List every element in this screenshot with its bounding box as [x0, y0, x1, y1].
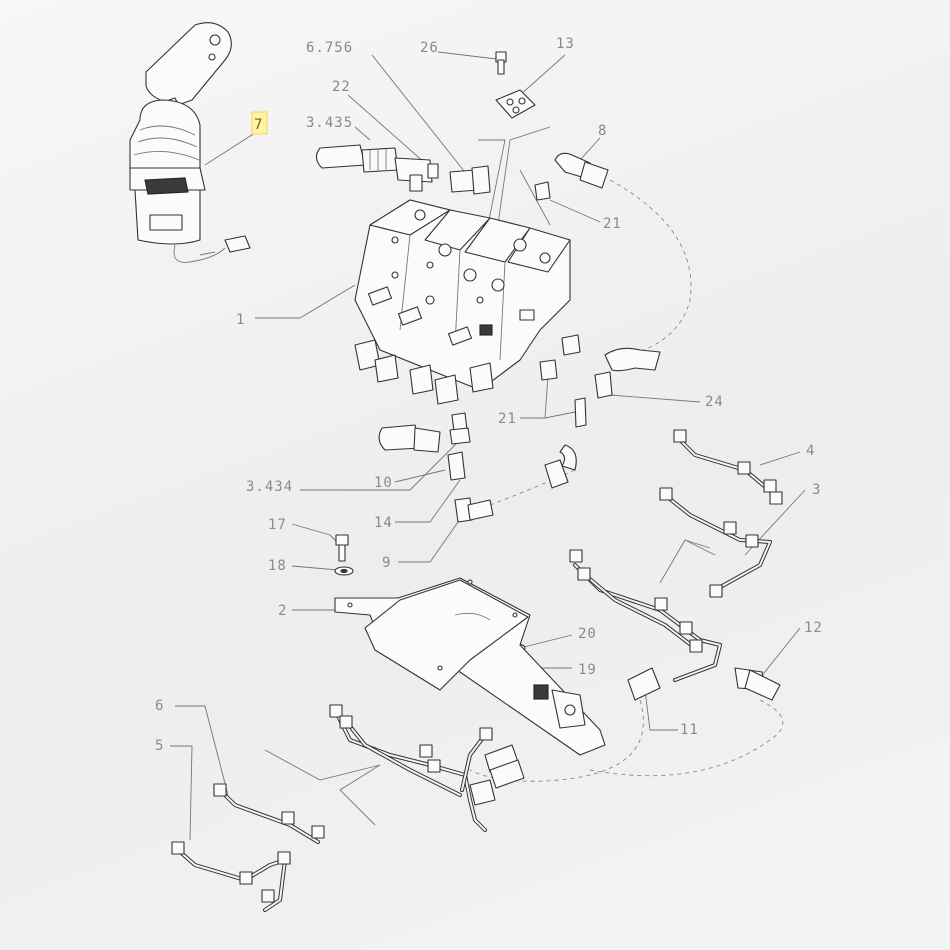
- callout-8[interactable]: 8: [598, 123, 607, 139]
- callout-11[interactable]: 11: [680, 722, 699, 738]
- pipe-fittings: [171, 429, 783, 903]
- callout-14[interactable]: 14: [374, 515, 393, 531]
- callout-3434[interactable]: 3.434: [246, 479, 293, 495]
- control-valve: [354, 199, 661, 428]
- callout-21-top[interactable]: 21: [603, 216, 622, 232]
- mounting-plate: [334, 577, 606, 756]
- hose-routes: [469, 179, 784, 782]
- callout-labels: 7 6.756 26 13 22 3.435 8 21 1 24 21 4 3 …: [155, 36, 823, 754]
- callout-10[interactable]: 10: [374, 475, 393, 491]
- callout-1[interactable]: 1: [236, 312, 245, 328]
- callout-highlight: [251, 111, 268, 135]
- callout-7[interactable]: 7: [254, 117, 263, 133]
- callout-4[interactable]: 4: [806, 443, 815, 459]
- callout-13[interactable]: 13: [556, 36, 575, 52]
- callout-3[interactable]: 3: [812, 482, 821, 498]
- callout-17[interactable]: 17: [268, 517, 287, 533]
- callout-3435[interactable]: 3.435: [306, 115, 353, 131]
- callout-20[interactable]: 20: [578, 626, 597, 642]
- callout-18[interactable]: 18: [268, 558, 287, 574]
- callout-19[interactable]: 19: [578, 662, 597, 678]
- callout-22[interactable]: 22: [332, 79, 351, 95]
- lower-fittings: [334, 412, 577, 682]
- callout-9[interactable]: 9: [382, 555, 391, 571]
- joystick-assembly: [129, 22, 251, 263]
- callout-24[interactable]: 24: [705, 394, 724, 410]
- leader-lines: [170, 51, 806, 841]
- callout-21-mid[interactable]: 21: [498, 411, 517, 427]
- callout-12[interactable]: 12: [804, 620, 823, 636]
- callout-6756[interactable]: 6.756: [306, 40, 353, 56]
- callout-6[interactable]: 6: [155, 698, 164, 714]
- top-fittings: [315, 51, 609, 201]
- callout-5[interactable]: 5: [155, 738, 164, 754]
- callout-26[interactable]: 26: [420, 40, 439, 56]
- callout-2[interactable]: 2: [278, 603, 287, 619]
